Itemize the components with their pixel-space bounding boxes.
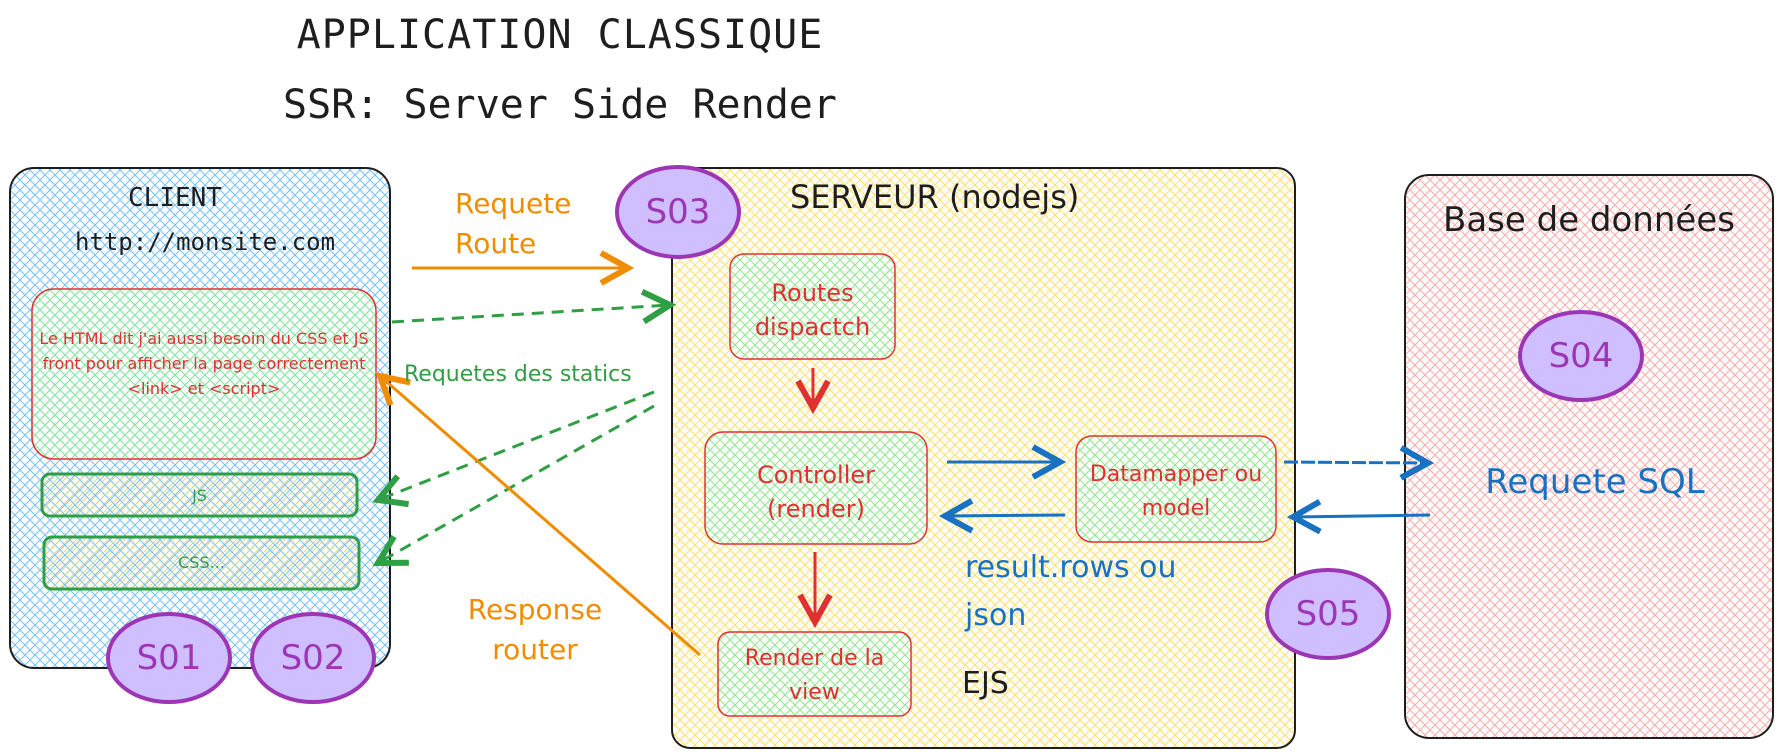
database-title: Base de données — [1443, 200, 1735, 240]
badge-s03: S03 — [645, 192, 711, 232]
datamapper-node — [1075, 435, 1277, 543]
statics-css-arrow — [378, 404, 655, 563]
js-box — [40, 472, 359, 518]
result-label: result.rows ou json — [965, 550, 1177, 633]
diagram-title: APPLICATION CLASSIQUE — [296, 12, 824, 58]
js-label: JS — [192, 486, 207, 505]
badge-s03-shape — [615, 165, 741, 259]
controller-node — [704, 431, 928, 545]
database-box — [1404, 174, 1774, 739]
response-label: Response router — [467, 593, 603, 666]
render-view-node — [717, 631, 912, 717]
datamapper-label: Datamapper ou model — [1089, 462, 1263, 521]
client-url: http://monsite.com — [74, 228, 336, 256]
render-view-label: Render de la view — [744, 646, 885, 705]
css-label: CSS... — [178, 553, 225, 572]
client-title: CLIENT — [128, 183, 222, 213]
sql-label: Requete SQL — [1485, 462, 1705, 502]
statics-label: Requetes des statics — [404, 362, 632, 387]
datamapper-to-controller-arrow — [945, 515, 1066, 516]
datamapper-to-db-arrow — [1283, 462, 1428, 463]
badge-s02-shape — [250, 612, 376, 704]
db-to-datamapper-arrow — [1293, 515, 1431, 517]
badge-s02: S02 — [280, 638, 346, 678]
badge-s04-shape — [1518, 310, 1644, 402]
badge-s05: S05 — [1295, 594, 1361, 634]
response-arrow — [380, 376, 701, 657]
controller-label: Controller (render) — [756, 461, 876, 523]
ejs-label: EJS — [962, 666, 1009, 701]
server-title: SERVEUR (nodejs) — [790, 178, 1080, 216]
statics-js-arrow — [378, 390, 655, 500]
badge-s04: S04 — [1548, 336, 1614, 376]
diagram-subtitle: SSR: Server Side Render — [283, 82, 837, 128]
badge-s01: S01 — [136, 638, 202, 678]
routes-node — [729, 253, 896, 360]
badge-s05-shape — [1265, 568, 1391, 660]
html-note-text: Le HTML dit j'ai aussi besoin du CSS et … — [39, 329, 369, 398]
request-route-label: Requete Route — [455, 187, 572, 260]
badge-s01-shape — [106, 612, 232, 704]
statics-request-arrow — [391, 305, 670, 322]
routes-label: Routes dispactch — [754, 279, 871, 341]
css-box — [42, 535, 361, 591]
